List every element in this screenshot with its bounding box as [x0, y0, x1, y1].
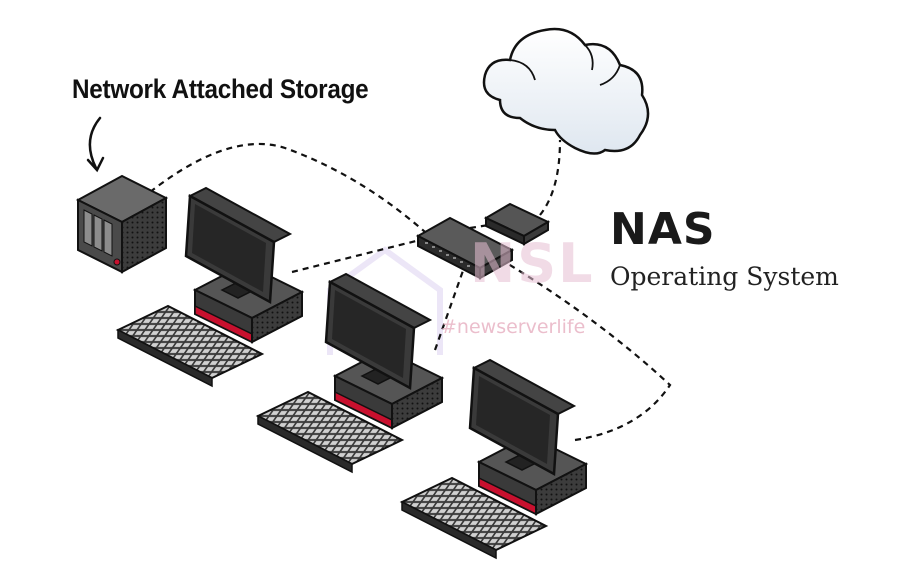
watermark-tag: #newserverlife	[441, 316, 586, 338]
network-switch-icon	[415, 216, 515, 280]
network-links	[149, 139, 672, 442]
watermark-logo: NSL	[470, 232, 595, 295]
link-router-to-cloud	[539, 139, 562, 216]
link-pc3-to-switch	[504, 261, 672, 442]
link-pc1-to-switch	[291, 238, 421, 274]
cloud-icon	[482, 27, 650, 155]
nas-storage-label: Network Attached Storage	[72, 74, 369, 104]
router-icon	[483, 202, 551, 246]
workstation-1	[115, 186, 305, 388]
link-nas-to-switch	[149, 142, 426, 233]
curved-arrow-icon	[86, 116, 105, 173]
workstation-2	[255, 272, 445, 474]
workstation-3	[399, 358, 589, 560]
diagram-title: NAS	[610, 204, 716, 255]
nas-device-icon	[75, 174, 169, 274]
link-pc2-to-switch	[433, 264, 467, 351]
diagram-subtitle: Operating System	[610, 262, 839, 291]
link-switch-to-router	[469, 222, 496, 230]
